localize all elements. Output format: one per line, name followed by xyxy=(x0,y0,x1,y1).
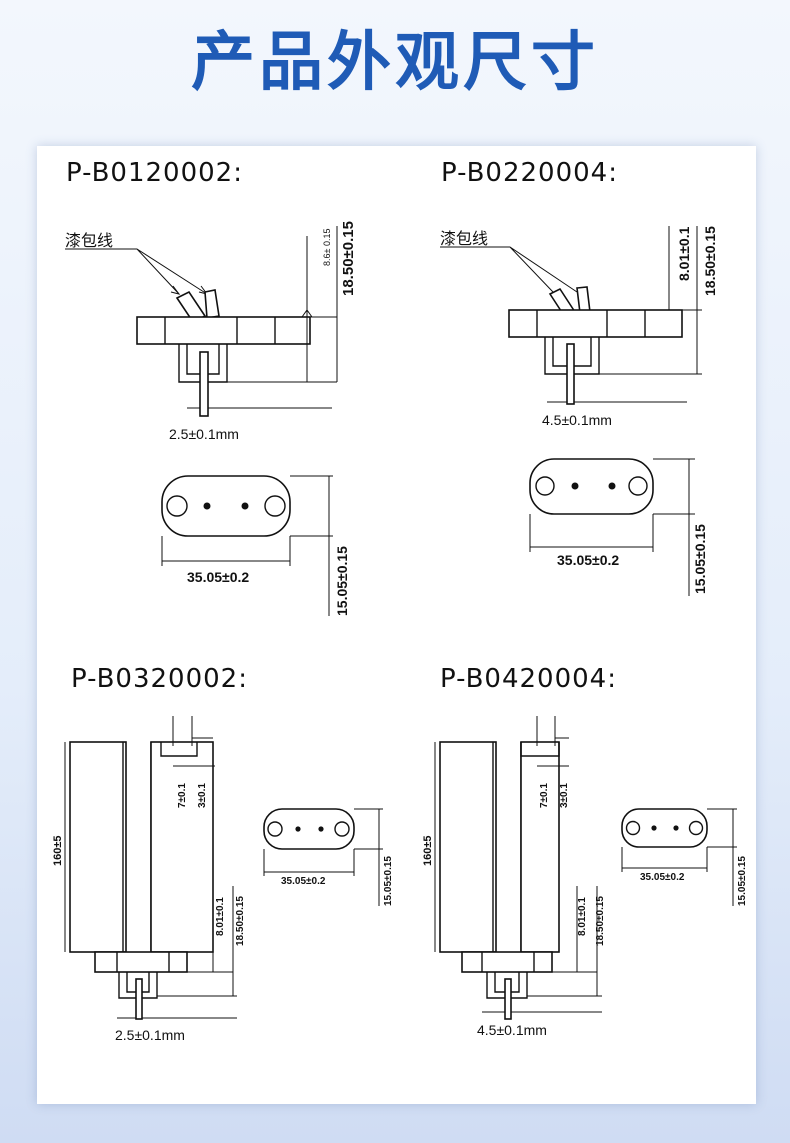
page-title: 产品外观尺寸 xyxy=(191,26,599,100)
model-1-wire-label: 漆包线 xyxy=(65,232,113,250)
model-title-1: P-B0120002: xyxy=(66,158,243,188)
model-3-dim-a: 7±0.1 xyxy=(177,783,188,808)
model-title-3: P-B0320002: xyxy=(71,664,248,694)
model-4-dim-length: 35.05±0.2 xyxy=(640,872,685,883)
model-4-dim-small: 8.01±0.1 xyxy=(577,897,588,936)
model-2-dim-width: 15.05±0.15 xyxy=(692,524,708,594)
model-3-dim-length: 35.05±0.2 xyxy=(281,876,326,887)
model-4-dim-height: 18.50±0.15 xyxy=(595,896,606,946)
drawings-panel: P-B0120002: P-B0220004: P-B0320002: P-B0… xyxy=(37,146,756,1104)
model-3-dim-b: 3±0.1 xyxy=(197,783,208,808)
model-1-dim-length: 35.05±0.2 xyxy=(187,569,249,585)
model-3-dim-small: 8.01±0.1 xyxy=(215,897,226,936)
model-3-dim-pin: 2.5±0.1mm xyxy=(115,1027,185,1043)
model-1-bottom-view: 35.05±0.2 15.05±0.15 xyxy=(161,475,350,616)
model-1-side-view: 漆包线 8.6± 0.15 18.50±0.15 2.5±0.1mm xyxy=(65,221,357,442)
model-2-bottom-view: 35.05±0.2 15.05±0.15 xyxy=(529,458,708,596)
model-3-dim-tall: 160±5 xyxy=(52,835,64,866)
model-3-bottom-view: 35.05±0.2 15.05±0.15 xyxy=(263,808,394,906)
model-2-wire-label: 漆包线 xyxy=(440,230,488,248)
model-4-bottom-view: 35.05±0.2 15.05±0.15 xyxy=(621,808,748,906)
model-title-2: P-B0220004: xyxy=(441,158,618,188)
model-4-dim-a: 7±0.1 xyxy=(539,783,550,808)
model-title-4: P-B0420004: xyxy=(440,664,617,694)
model-4-dim-width: 15.05±0.15 xyxy=(737,856,748,906)
technical-drawings: 漆包线 8.6± 0.15 18.50±0.15 2.5±0.1mm xyxy=(52,221,748,1043)
model-2-dim-pin: 4.5±0.1mm xyxy=(542,412,612,428)
model-4-dim-pin: 4.5±0.1mm xyxy=(477,1022,547,1038)
model-3-side-view: 160±5 7±0.1 3±0.1 8.01±0.1 18.50±0.15 2.… xyxy=(52,716,246,1043)
model-1-dim-small: 8.6± 0.15 xyxy=(322,229,332,266)
model-2-dim-height: 18.50±0.15 xyxy=(702,226,718,296)
model-1-dim-width: 15.05±0.15 xyxy=(334,546,350,616)
model-4-dim-tall: 160±5 xyxy=(422,835,434,866)
model-2-dim-length: 35.05±0.2 xyxy=(557,552,619,568)
model-1-dim-height: 18.50±0.15 xyxy=(340,221,357,296)
model-3-dim-width: 15.05±0.15 xyxy=(383,856,394,906)
model-1-dim-pin: 2.5±0.1mm xyxy=(169,426,239,442)
model-4-dim-b: 3±0.1 xyxy=(559,783,570,808)
model-4-side-view: 160±5 7±0.1 3±0.1 8.01±0.1 18.50±0.15 4.… xyxy=(422,716,606,1038)
model-2-side-view: 漆包线 8.01±0.1 18.50±0.15 4.5±0.1mm xyxy=(440,226,718,428)
model-2-dim-small: 8.01±0.1 xyxy=(676,226,692,281)
model-3-dim-height: 18.50±0.15 xyxy=(235,896,246,946)
